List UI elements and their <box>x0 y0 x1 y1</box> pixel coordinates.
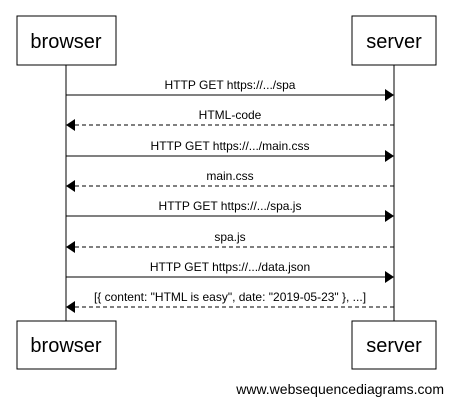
message-label: HTML-code <box>199 108 262 122</box>
server-label-bottom: server <box>366 335 422 357</box>
response-arrowhead <box>66 119 75 131</box>
browser-participant-bottom: browser <box>16 320 117 370</box>
request-arrowhead <box>385 271 394 283</box>
server-participant-bottom: server <box>351 320 437 370</box>
message-label: [{ content: "HTML is easy", date: "2019-… <box>94 290 366 304</box>
message-label: spa.js <box>214 230 245 244</box>
message-label: HTTP GET https://.../data.json <box>150 260 310 274</box>
footer-credit: www.websequencediagrams.com <box>235 381 444 397</box>
message-label: HTTP GET https://.../spa <box>165 78 296 92</box>
response-arrowhead <box>66 301 75 313</box>
server-label-top: server <box>366 31 422 53</box>
request-arrowhead <box>385 89 394 101</box>
response-arrowhead <box>66 180 75 192</box>
browser-participant-top: browser <box>16 15 117 66</box>
browser-label-top: browser <box>30 31 101 53</box>
server-participant-top: server <box>351 15 437 66</box>
response-arrowhead <box>66 241 75 253</box>
request-arrowhead <box>385 150 394 162</box>
message-label: HTTP GET https://.../main.css <box>151 139 310 153</box>
browser-label-bottom: browser <box>30 335 101 357</box>
request-arrowhead <box>385 210 394 222</box>
message-label: HTTP GET https://.../spa.js <box>159 199 302 213</box>
message-label: main.css <box>206 169 253 183</box>
